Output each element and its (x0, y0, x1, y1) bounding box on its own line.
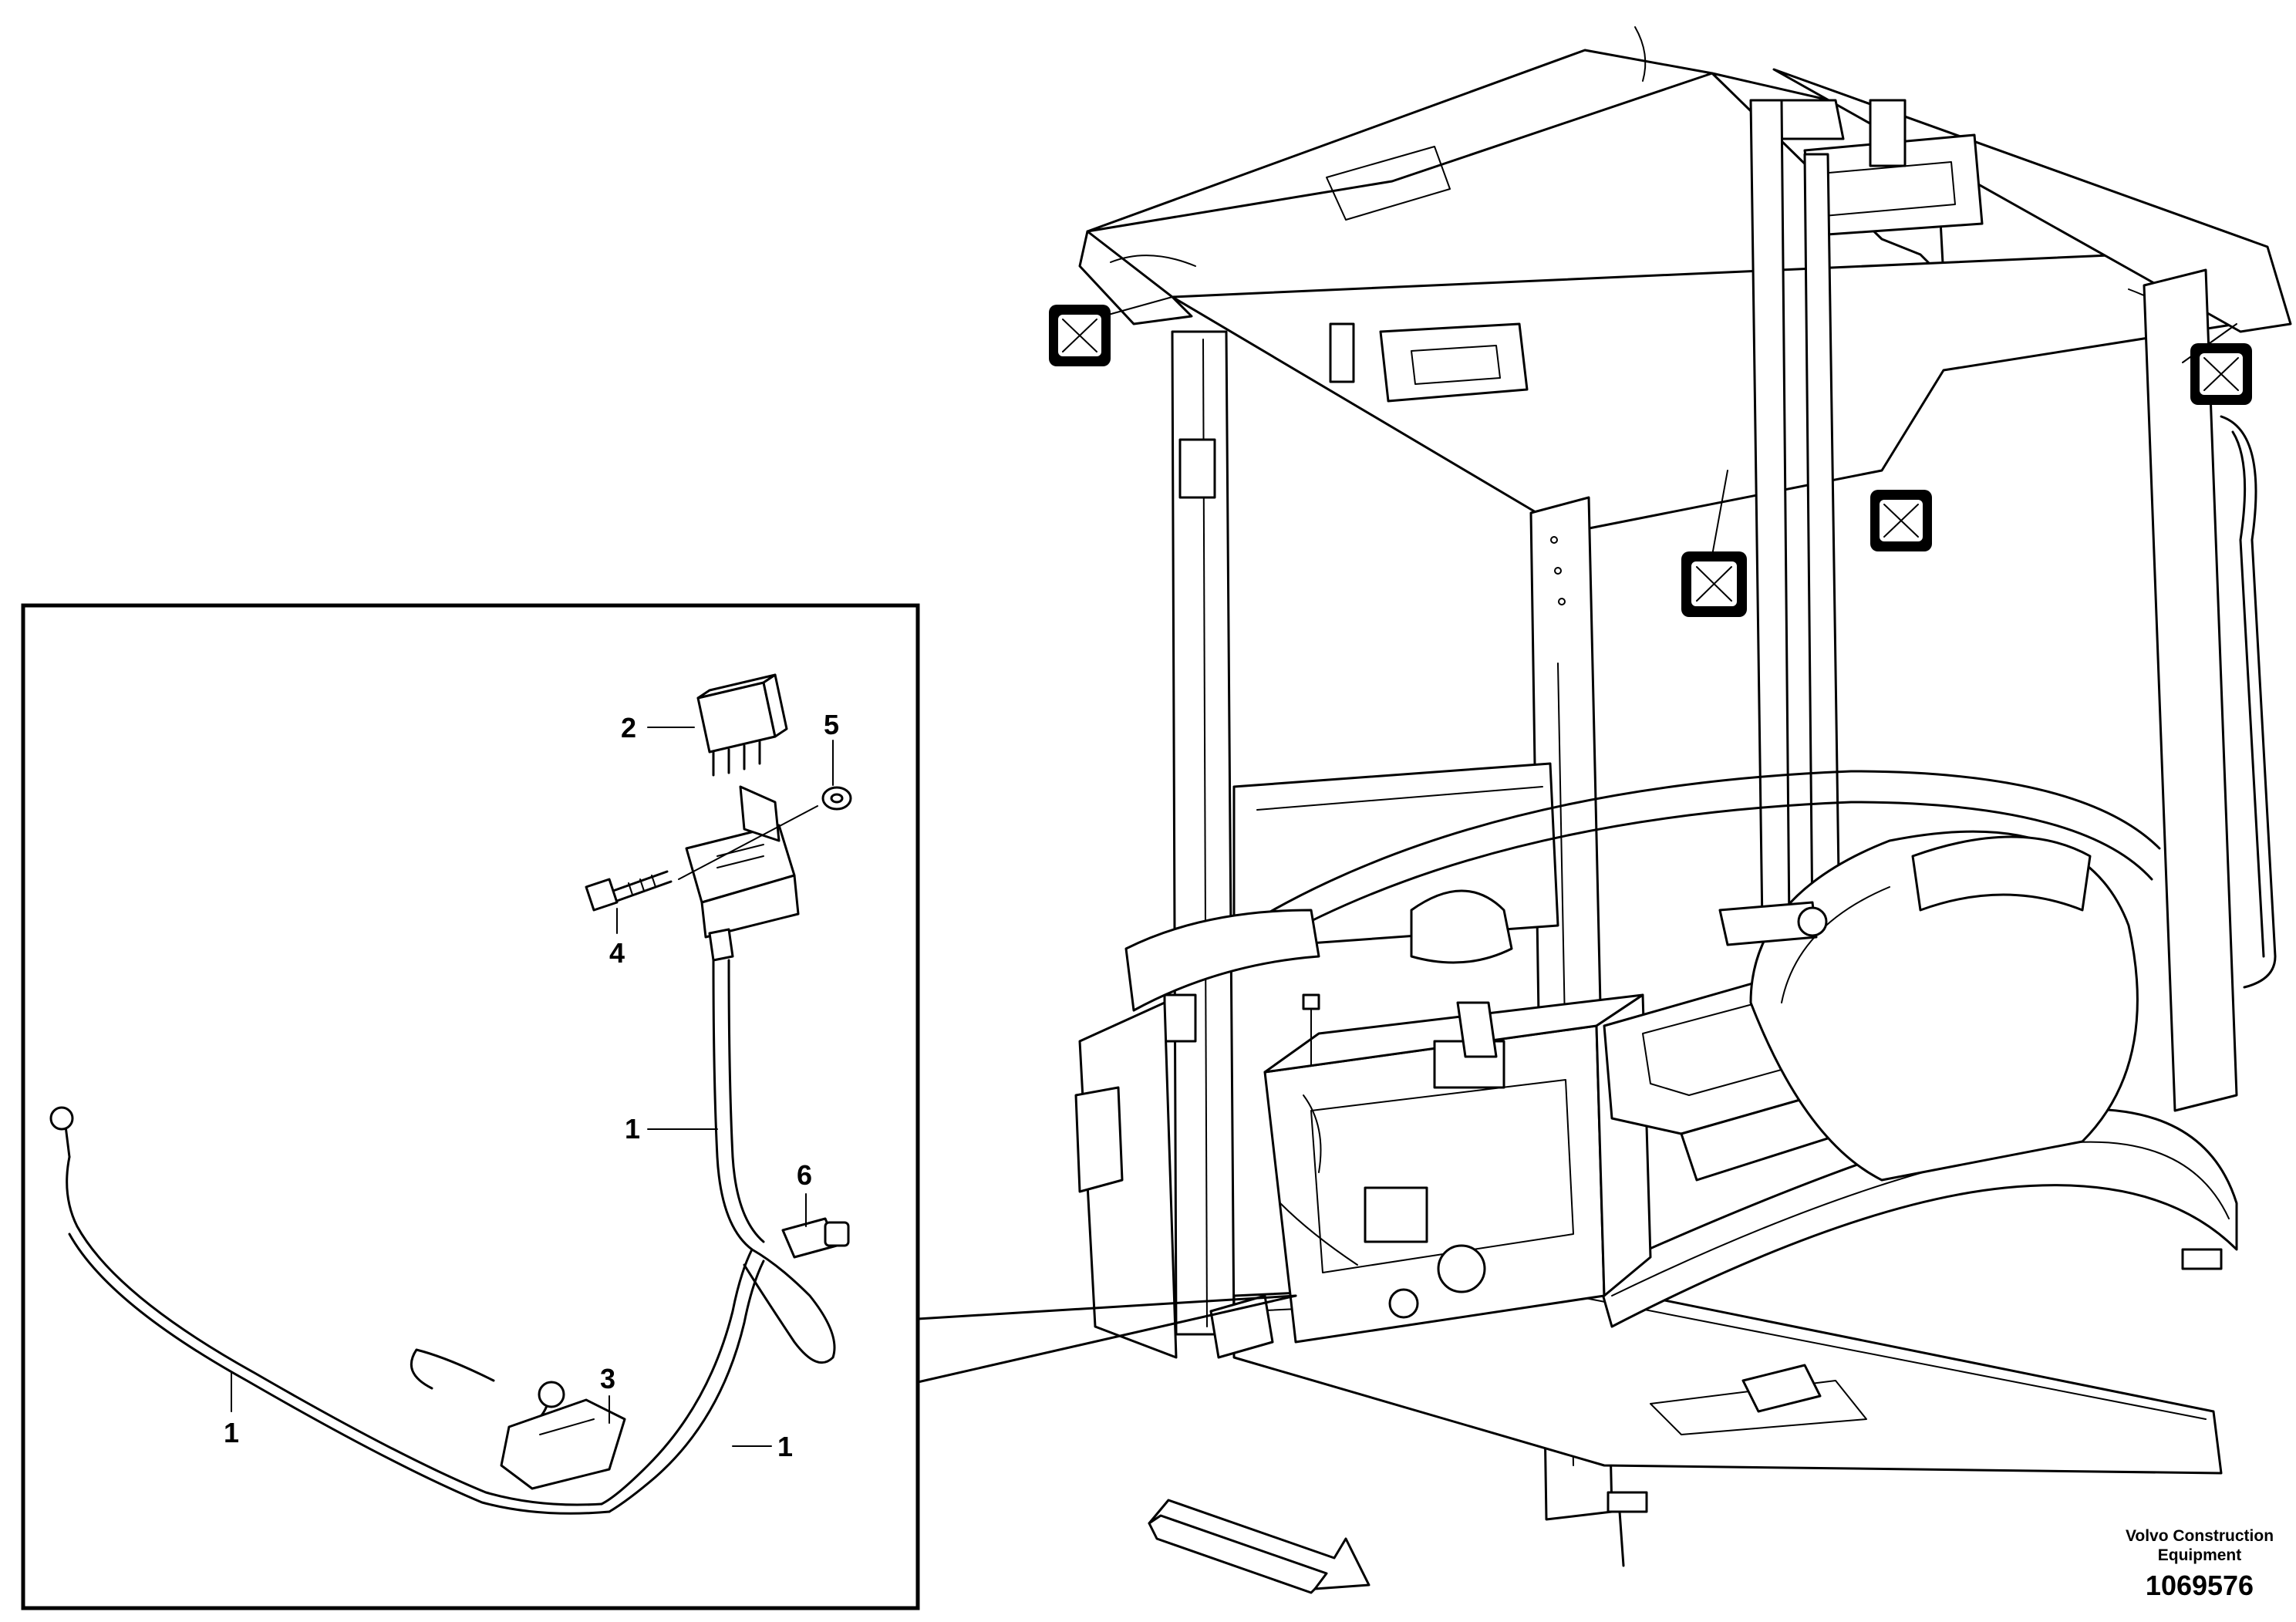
roof-front-bar (1171, 249, 2238, 534)
callout-4: 4 (609, 937, 625, 969)
forward-arrow-icon (1148, 1499, 1371, 1594)
operator-seat (1749, 830, 2139, 1182)
work-lamp-icon (1049, 305, 1111, 366)
inset-leader-bottom (916, 1294, 1297, 1384)
inset-leader-top (916, 1294, 1297, 1320)
relay-holder (685, 785, 800, 962)
detail-inset: 2 5 4 1 6 3 1 1 (21, 603, 1297, 1610)
bolt (585, 870, 673, 912)
fuse-holder (500, 1398, 626, 1490)
washer (821, 786, 852, 811)
callout-1: 1 (224, 1417, 239, 1448)
work-lamp-icon (1681, 551, 1747, 617)
brand-line-1: Volvo Construction (2126, 1527, 2274, 1545)
callout-3: 3 (600, 1363, 615, 1394)
work-lamp-icon (2190, 343, 2252, 405)
callout-2: 2 (621, 712, 636, 744)
callout-1: 1 (777, 1431, 793, 1462)
brand-line-2: Equipment (2158, 1546, 2242, 1564)
document-number: 1069576 (2146, 1570, 2254, 1601)
cable-harness (49, 959, 836, 1515)
callout-6: 6 (797, 1159, 812, 1191)
inset-frame (21, 603, 920, 1610)
callout-5: 5 (824, 709, 839, 740)
cab-illustration (1049, 26, 2292, 1567)
front-right-post (2143, 268, 2238, 1112)
callout-1: 1 (625, 1113, 640, 1145)
work-lamp-icon (1870, 490, 1932, 551)
cable-terminal (781, 1217, 850, 1259)
relay (696, 673, 788, 777)
roof-left-bar (1078, 230, 1193, 325)
